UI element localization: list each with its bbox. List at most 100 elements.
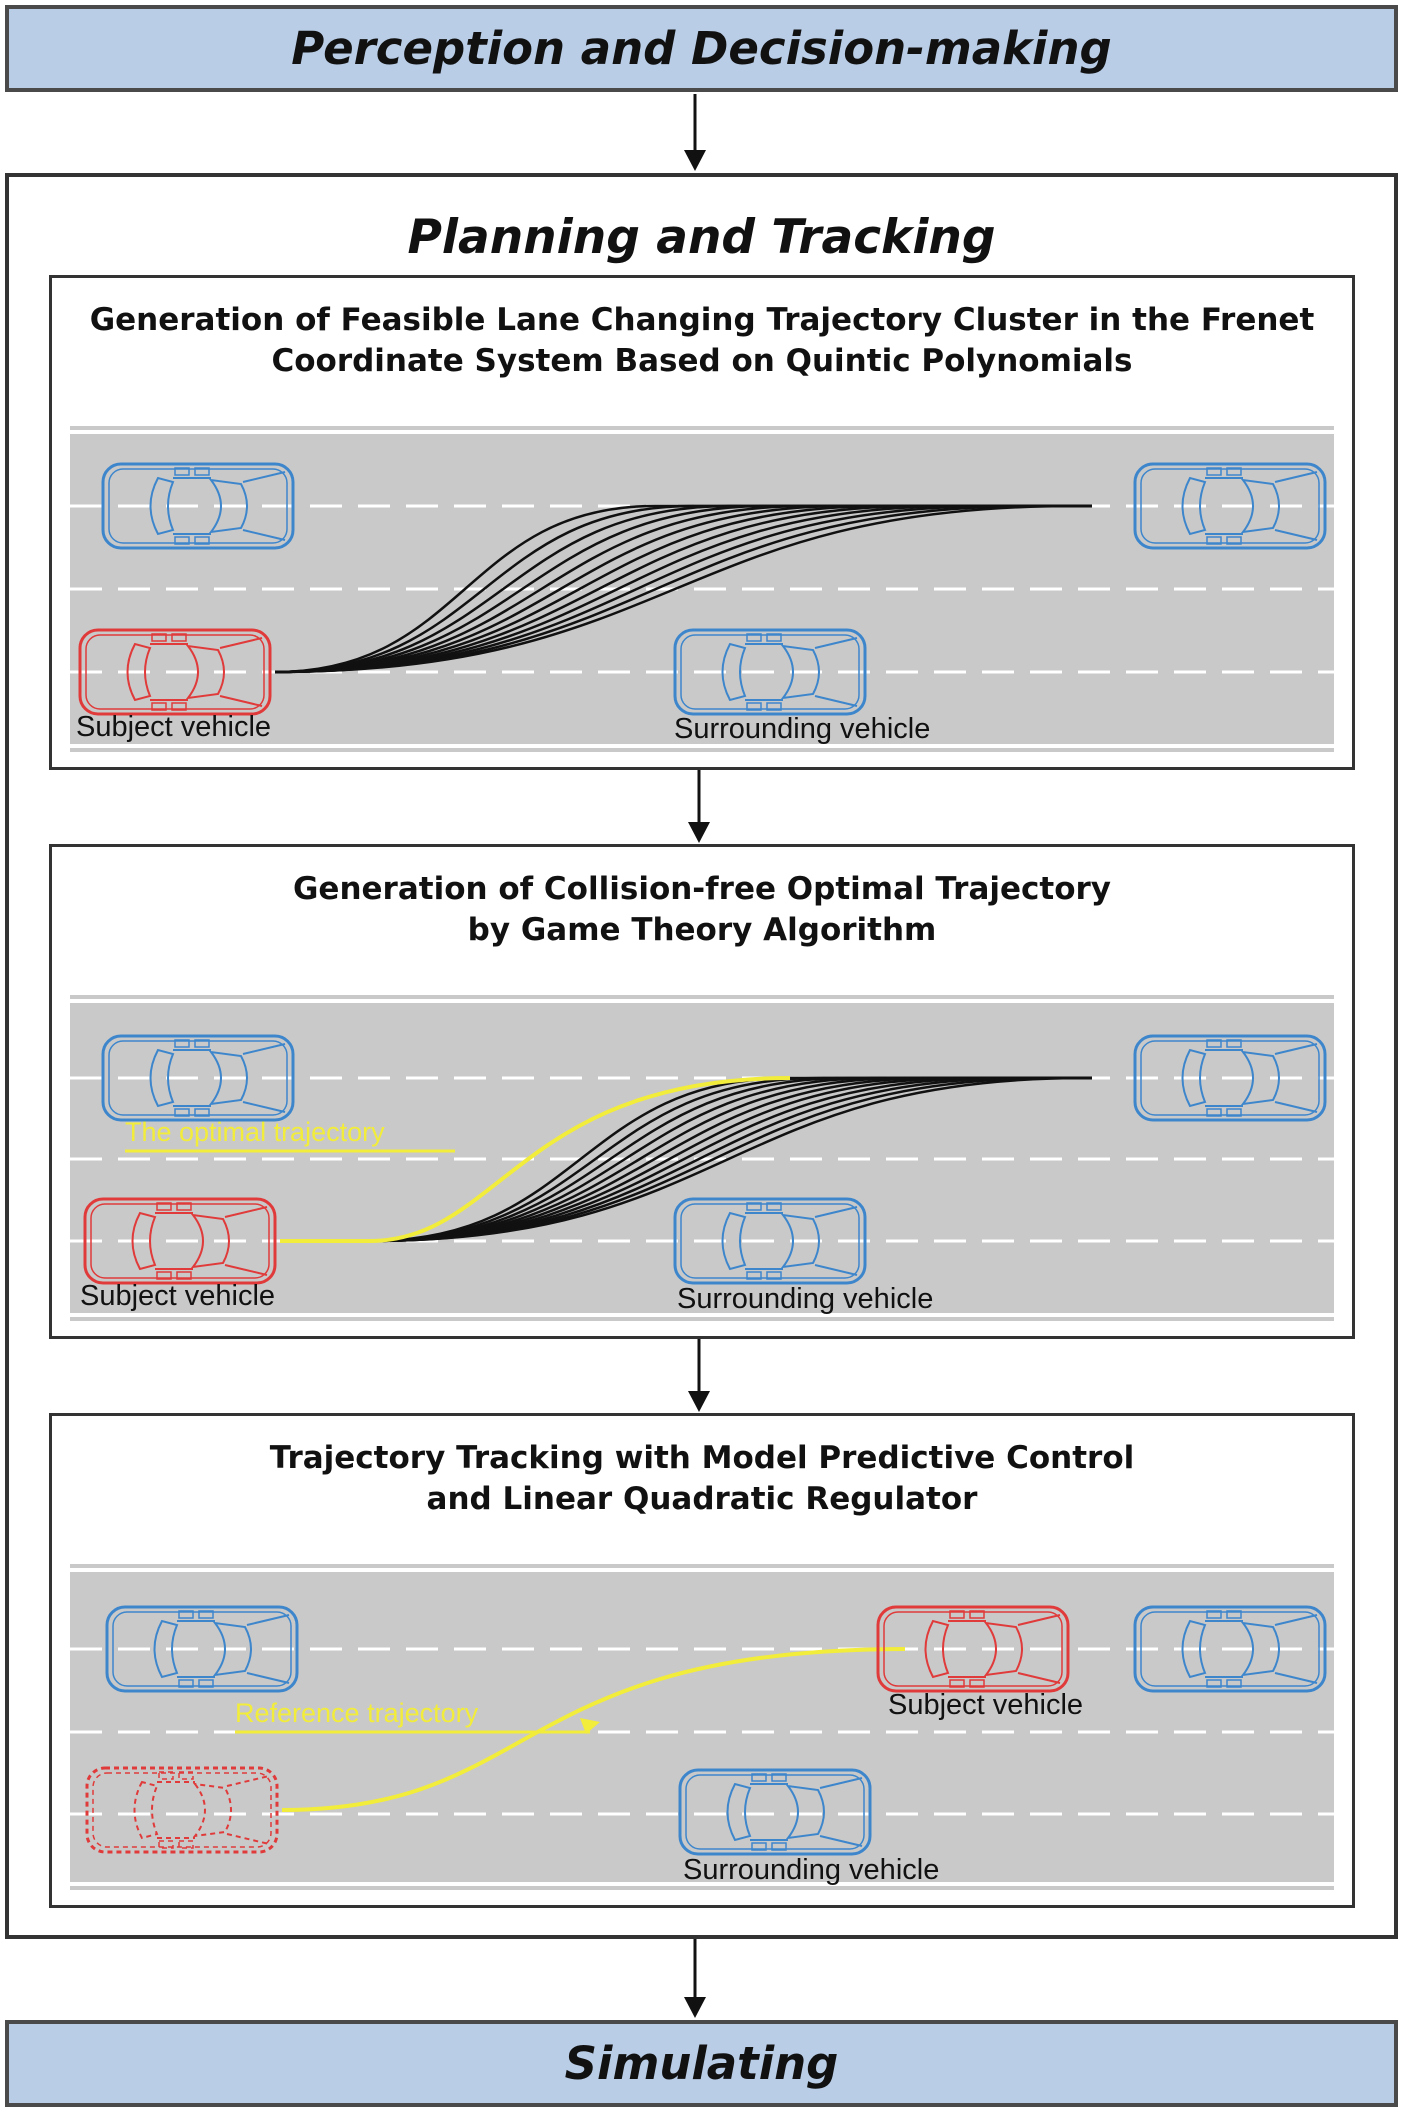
car-mirror-top-left: [1206, 467, 1222, 476]
car-windshield: [185, 644, 225, 700]
car-windshield: [785, 1784, 825, 1840]
arrow-down-icon: [688, 1339, 710, 1412]
car-mirror-top-left: [151, 633, 167, 642]
car-hood-line-bottom: [819, 1835, 863, 1847]
car-mirror-top-left: [158, 1771, 174, 1780]
arrow-down-icon: [684, 1939, 706, 2018]
car-rear-window: [1181, 1048, 1207, 1108]
car-mirror-top-right: [194, 1039, 210, 1048]
car-windshield: [1240, 1621, 1280, 1677]
car-windshield: [1240, 478, 1280, 534]
cluster-trajectory-curve: [274, 504, 1092, 674]
car-mirror-top-left: [746, 1202, 762, 1211]
car-hood-line-top: [219, 637, 263, 649]
panel-3-title-line-2: and Linear Quadratic Regulator: [426, 1481, 978, 1517]
panel-3-road-scene: Reference trajectory Subject vehicle Sur…: [70, 1562, 1334, 1892]
car-hood-line-bottom: [1274, 1101, 1318, 1113]
panel-1-road-svg: Subject vehicle Surrounding vehicle: [70, 426, 1334, 752]
car-hood-line-bottom: [246, 1672, 290, 1684]
subject-vehicle-icon: [83, 1197, 277, 1285]
car-hood-line-top: [814, 1206, 858, 1218]
subject-vehicle-label: Subject vehicle: [888, 1689, 1083, 1721]
panel-trajectory-cluster: Generation of Feasible Lane Changing Tra…: [49, 275, 1355, 770]
car-hood-line-bottom: [814, 695, 858, 707]
subject-vehicle-label: Subject vehicle: [80, 1280, 275, 1312]
cluster-trajectory-curve: [274, 504, 1092, 674]
optimal-trajectory-path: [280, 1076, 791, 1243]
car-rear-window: [1181, 1619, 1207, 1679]
car-windshield: [192, 1782, 232, 1838]
car-mirror-bottom-left: [949, 1679, 965, 1688]
road-surface: [70, 1572, 1334, 1882]
cluster-trajectory-curve: [274, 504, 1092, 674]
car-windshield: [190, 1213, 230, 1269]
car-body: [85, 1766, 279, 1854]
car-mirror-top-left: [751, 1773, 767, 1782]
car-mirror-bottom-left: [746, 702, 762, 711]
car-windshield: [208, 1050, 248, 1106]
cluster-trajectory-curve: [369, 1076, 1092, 1243]
car-mirror-bottom-right: [969, 1679, 985, 1688]
car-hood-line-top: [246, 1614, 290, 1626]
subject-vehicle-initial-position-icon: [85, 1766, 279, 1854]
surrounding-vehicle-label: Surrounding vehicle: [677, 1283, 933, 1315]
car-mirror-top-left: [1206, 1610, 1222, 1619]
car-body: [1133, 462, 1327, 550]
car-mirror-bottom-left: [156, 1271, 172, 1280]
car-rear-window: [133, 1780, 159, 1840]
car-hood-line-top: [224, 1206, 268, 1218]
car-mirror-bottom-left: [151, 702, 167, 711]
car-mirror-bottom-left: [174, 536, 190, 545]
perception-decision-title: Perception and Decision-making: [291, 22, 1112, 75]
arrow-down-icon: [688, 770, 710, 843]
car-mirror-top-right: [766, 1202, 782, 1211]
car-mirror-top-right: [171, 633, 187, 642]
car-hood-line-top: [1017, 1614, 1061, 1626]
car-windshield: [780, 644, 820, 700]
car-hood-line-top: [242, 471, 286, 483]
car-body: [78, 628, 272, 716]
car-mirror-bottom-right: [194, 536, 210, 545]
car-rear-window: [126, 642, 152, 702]
car-body: [1133, 1034, 1327, 1122]
panel-3-title-line-1: Trajectory Tracking with Model Predictiv…: [269, 1440, 1135, 1476]
car-rear-window: [149, 1048, 175, 1108]
car-rear-window: [1181, 476, 1207, 536]
simulating-title: Simulating: [564, 2037, 839, 2090]
car-mirror-top-right: [194, 467, 210, 476]
car-inner-outline: [108, 468, 288, 544]
surrounding-vehicle-label: Surrounding vehicle: [683, 1854, 939, 1886]
car-hood-line-bottom: [1017, 1672, 1061, 1684]
surrounding-vehicle-3-icon: [673, 628, 867, 716]
car-mirror-bottom-right: [171, 702, 187, 711]
panel-3-title: Trajectory Tracking with Model Predictiv…: [62, 1438, 1342, 1520]
car-rear-window: [924, 1619, 950, 1679]
car-mirror-bottom-left: [178, 1679, 194, 1688]
planning-tracking-title: Planning and Tracking: [407, 210, 996, 265]
car-mirror-bottom-left: [158, 1840, 174, 1849]
car-inner-outline: [85, 634, 265, 710]
car-body: [678, 1768, 872, 1856]
cluster-trajectory-curve: [369, 1076, 1092, 1243]
car-mirror-top-right: [198, 1610, 214, 1619]
car-hood-line-bottom: [814, 1264, 858, 1276]
cluster-trajectory-curve: [274, 504, 1092, 674]
car-mirror-bottom-left: [174, 1108, 190, 1117]
panel-1-title-line-2: Coordinate System Based on Quintic Polyn…: [271, 343, 1133, 379]
car-body: [673, 1197, 867, 1285]
surrounding-vehicle-2-icon: [1133, 1605, 1327, 1693]
cluster-trajectory-curve: [274, 504, 1092, 674]
car-mirror-top-left: [746, 633, 762, 642]
panel-2-title: Generation of Collision-free Optimal Tra…: [62, 869, 1342, 951]
car-body: [673, 628, 867, 716]
car-mirror-bottom-left: [1206, 1108, 1222, 1117]
car-mirror-bottom-left: [746, 1271, 762, 1280]
car-inner-outline: [90, 1203, 270, 1279]
panel-3-road-svg: Reference trajectory Subject vehicle Sur…: [70, 1564, 1334, 1890]
car-mirror-top-left: [156, 1202, 172, 1211]
car-hood-line-top: [814, 637, 858, 649]
car-mirror-top-right: [1226, 1610, 1242, 1619]
reference-trajectory-path: [281, 1647, 906, 1812]
surrounding-vehicle-1-icon: [101, 1034, 295, 1122]
car-inner-outline: [1140, 468, 1320, 544]
